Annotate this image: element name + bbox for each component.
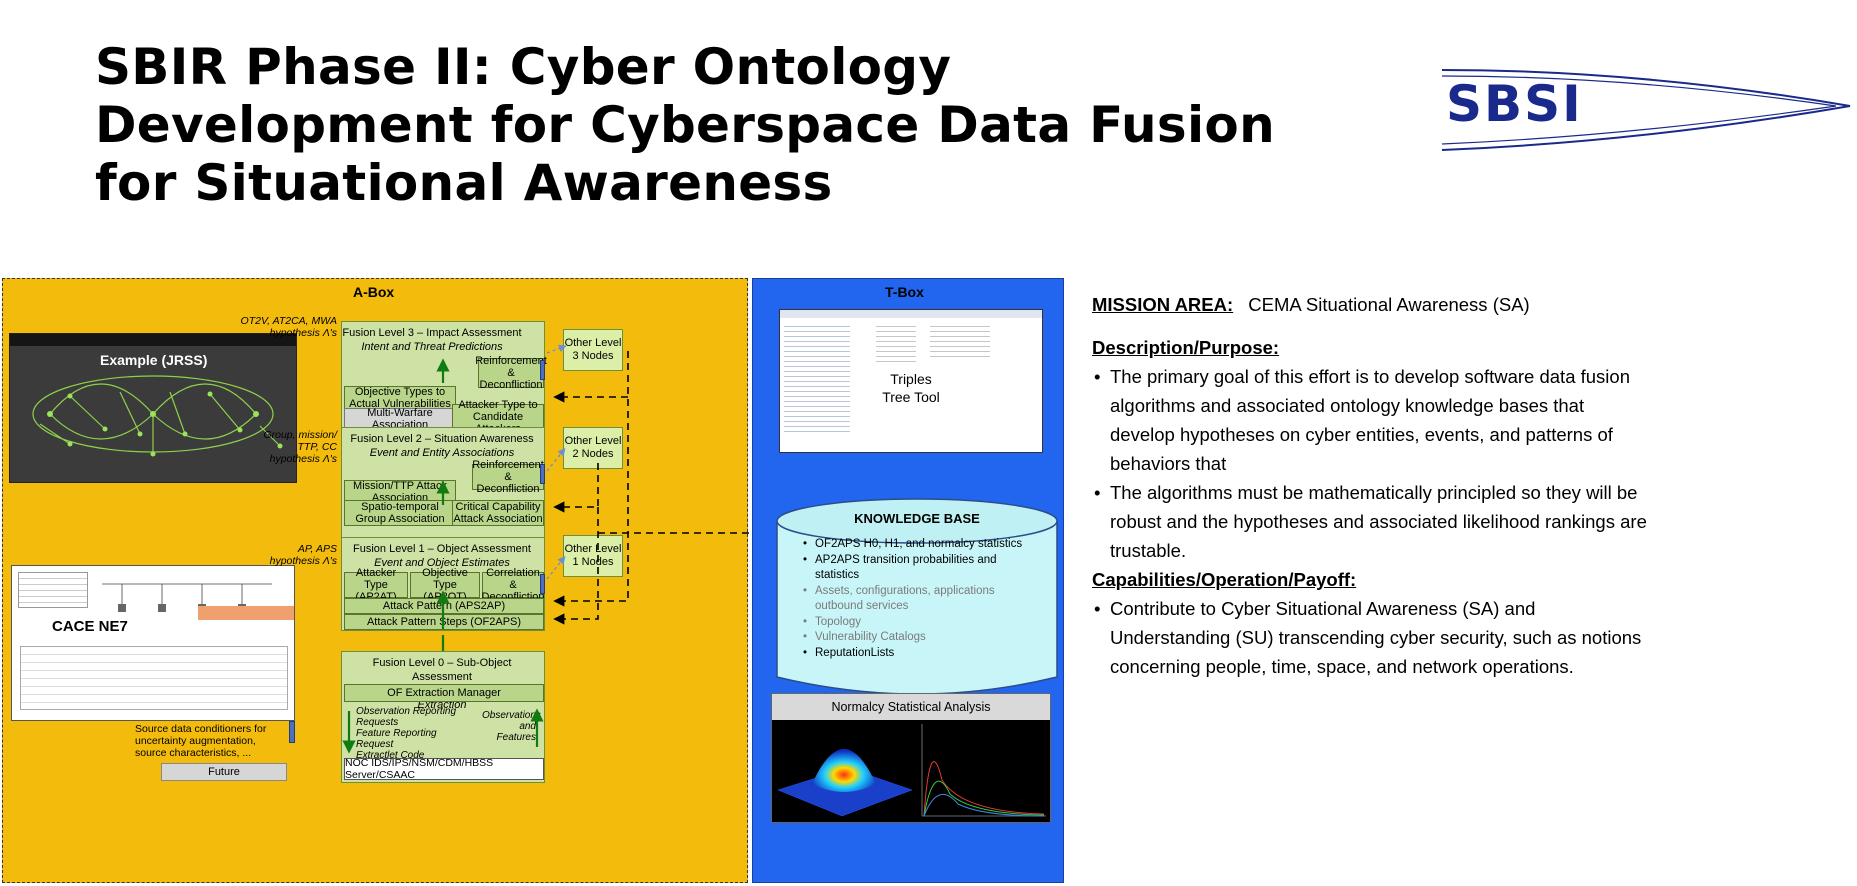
example-jrss-label: Example (JRSS) <box>100 352 208 368</box>
kb-item: ReputationLists <box>801 646 1041 662</box>
title-line-1: SBIR Phase II: Cyber Ontology <box>95 38 952 96</box>
observations-label: Observations and Features <box>482 710 541 743</box>
abox-connectors <box>342 344 749 754</box>
mission-area-value: CEMA Situational Awareness (SA) <box>1248 294 1530 315</box>
kb-item: Vulnerability Catalogs <box>801 630 1041 646</box>
normalcy-analysis-image: Normalcy Statistical Analysis <box>771 693 1051 823</box>
cace-ne7-image: CACE NE7 <box>11 565 295 721</box>
knowledge-base-list: OF2APS H0, H1, and normalcy statistics A… <box>801 537 1041 661</box>
triples-tree-tool-image: Triples Tree Tool <box>779 309 1043 453</box>
description-list: The primary goal of this effort is to de… <box>1092 362 1652 565</box>
requests-list: Observation Reporting Requests Feature R… <box>356 706 457 761</box>
a-box-label: A-Box <box>353 284 395 300</box>
title-line-3: for Situational Awareness <box>95 154 833 212</box>
mission-area-label: MISSION AREA: <box>1092 294 1234 315</box>
kb-item: AP2APS transition probabilities and stat… <box>801 553 1041 584</box>
capabilities-heading: Capabilities/Operation/Payoff: <box>1092 569 1357 590</box>
title-line-2: Development for Cyberspace Data Fusion <box>95 96 1275 154</box>
future-box: Future <box>161 763 287 781</box>
logo-text: SBSI <box>1446 75 1583 133</box>
cace-ne7-label: CACE NE7 <box>52 618 128 635</box>
normalcy-plots-icon <box>777 724 1046 817</box>
kb-item: Topology <box>801 615 1041 631</box>
other-level-1-nodes: Other Level 1 Nodes <box>563 535 623 577</box>
knowledge-base-title: KNOWLEDGE BASE <box>854 511 980 526</box>
capabilities-list: Contribute to Cyber Situational Awarenes… <box>1092 594 1652 681</box>
capabilities-bullet: Contribute to Cyber Situational Awarenes… <box>1092 594 1652 681</box>
other-level-3-nodes: Other Level 3 Nodes <box>563 329 623 371</box>
t-box-panel: T-Box Triples Tree Tool KNOWLEDGE BASE O… <box>752 278 1064 883</box>
fusion-level-0-panel: Fusion Level 0 – Sub-Object AssessmentOb… <box>341 651 545 783</box>
info-column: MISSION AREA: CEMA Situational Awareness… <box>1092 290 1652 681</box>
example-jrss-image: Example (JRSS) <box>9 333 297 483</box>
fusion-level-2-note: Group, mission/ TTP, CC hypothesis Λ's <box>263 429 337 465</box>
other-level-2-nodes: Other Level 2 Nodes <box>563 427 623 469</box>
kb-item: OF2APS H0, H1, and normalcy statistics <box>801 537 1041 553</box>
logo-swoosh-icon <box>1441 69 1851 151</box>
description-bullet: The algorithms must be mathematically pr… <box>1092 478 1652 565</box>
mission-area-row: MISSION AREA: CEMA Situational Awareness… <box>1092 290 1652 319</box>
network-graph-icon <box>32 375 283 457</box>
source-tab-icon <box>289 721 295 743</box>
a-box-panel: A-Box Example (JRSS) <box>2 278 749 883</box>
source-data-note: Source data conditioners for uncertainty… <box>135 723 267 759</box>
spatio-temporal-box: Spatio-temporal Group Association <box>344 500 456 526</box>
description-bullet: The primary goal of this effort is to de… <box>1092 362 1652 478</box>
of-extraction-manager-box: OF Extraction Manager <box>344 684 544 702</box>
description-heading: Description/Purpose: <box>1092 337 1280 358</box>
t-box-label: T-Box <box>885 284 924 300</box>
sbsi-logo: SBSI <box>1440 62 1852 158</box>
triples-tree-tool-label: Triples Tree Tool <box>882 371 940 405</box>
fusion-level-3-note: OT2V, AT2CA, MWA hypothesis Λ's <box>240 315 337 339</box>
noc-source-box: NOC IDS/IPS/NSM/CDM/HBSS Server/CSAAC <box>344 757 544 781</box>
critical-capability-box: Critical Capability Attack Association <box>452 500 544 526</box>
fusion-level-1-note: AP, APS hypothesis Λ's <box>269 543 337 567</box>
normalcy-analysis-title: Normalcy Statistical Analysis <box>772 694 1050 720</box>
page-title: SBIR Phase II: Cyber Ontology Developmen… <box>95 38 1395 212</box>
kb-item: Assets, configurations, applications out… <box>801 584 1041 615</box>
